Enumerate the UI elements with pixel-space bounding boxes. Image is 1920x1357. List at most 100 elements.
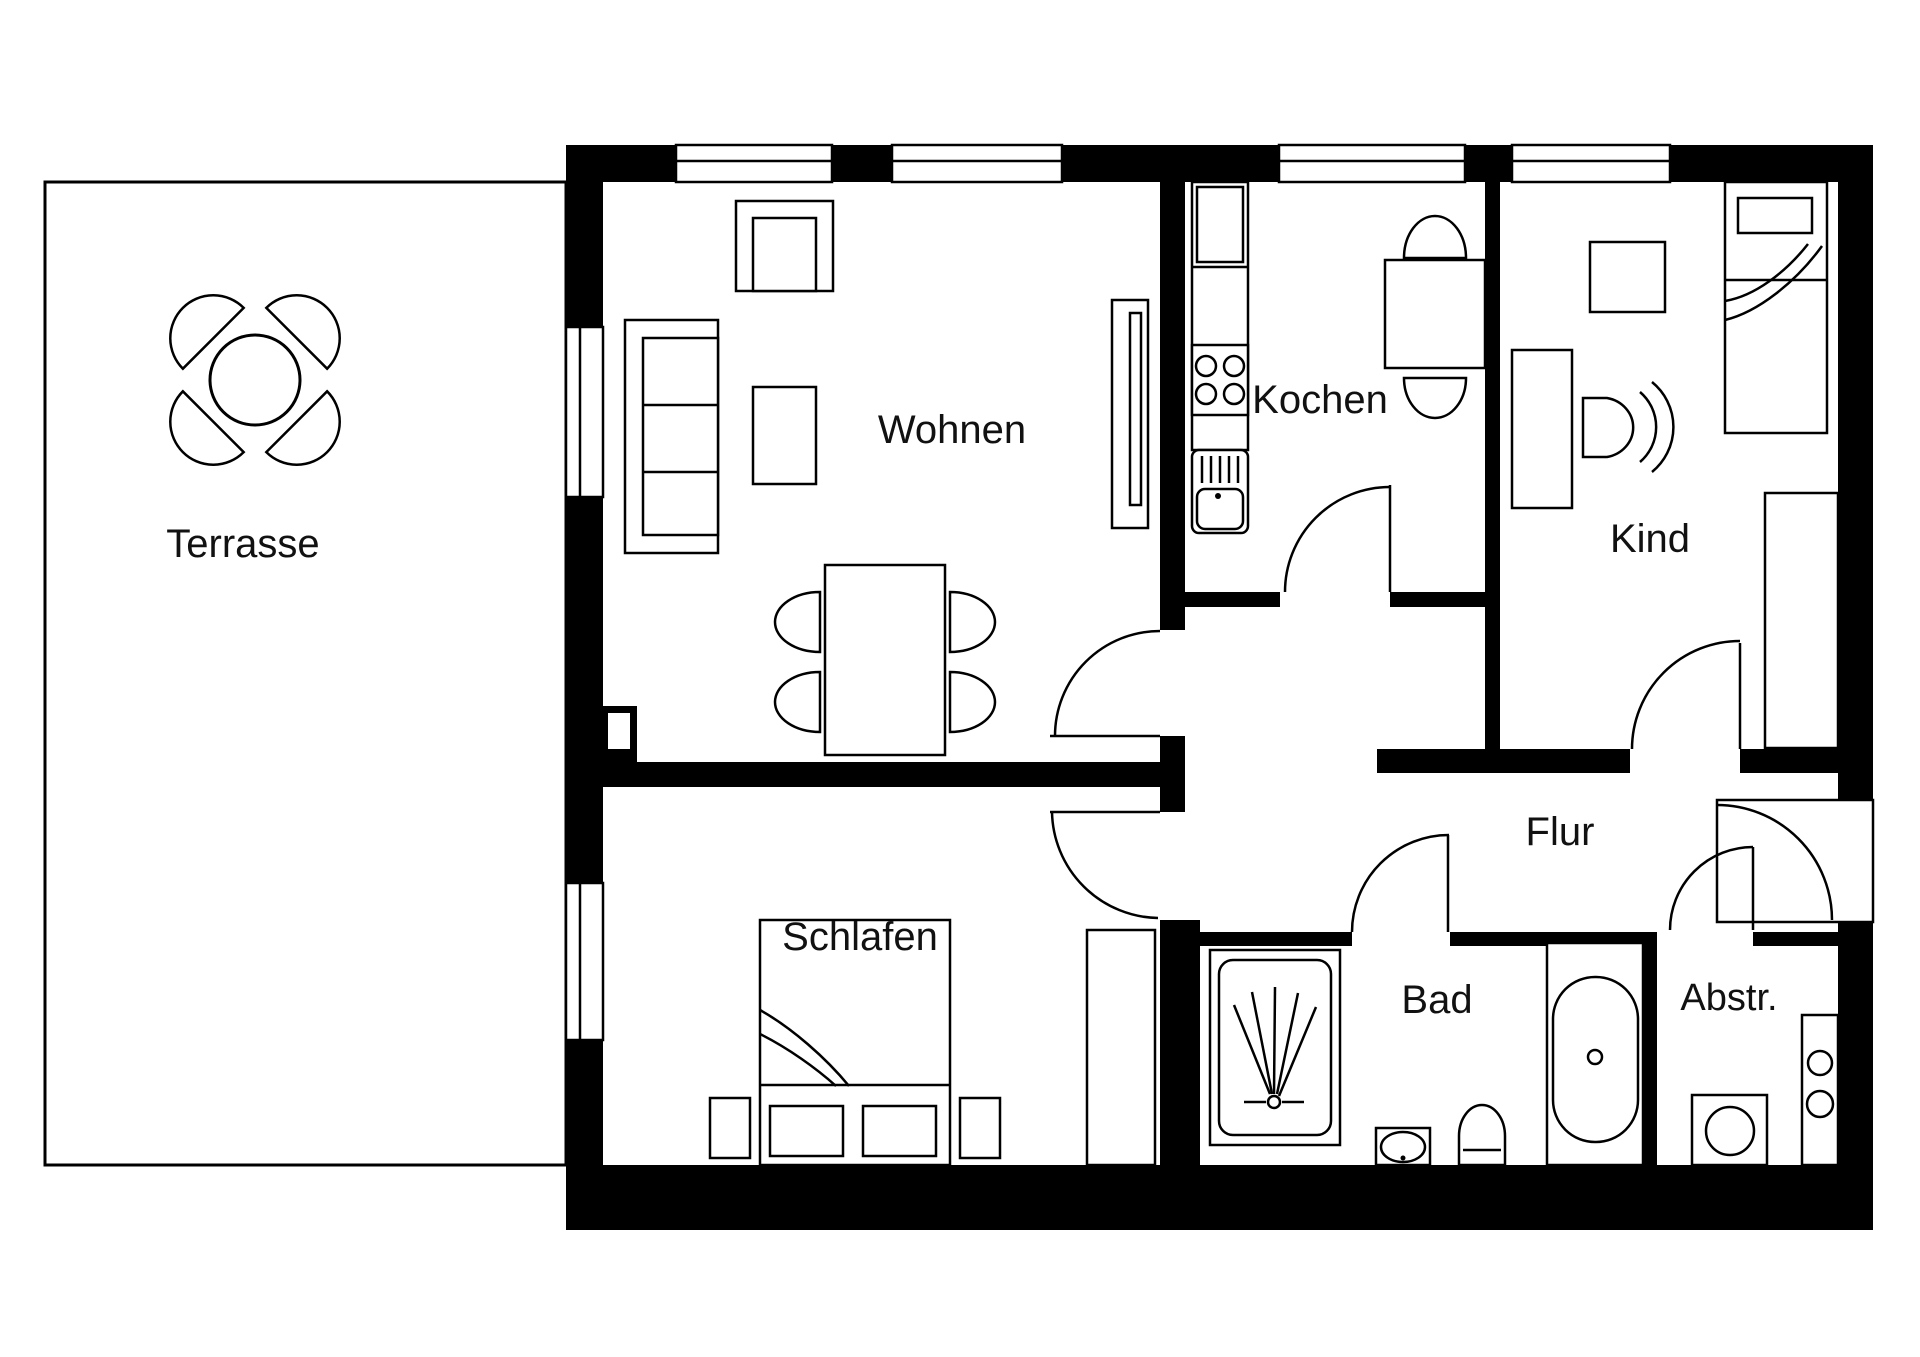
- door-swing-icon: [1050, 811, 1159, 920]
- door-schlafen: [1050, 810, 1160, 920]
- window-icon: [674, 143, 834, 184]
- boiler-cabinet-icon: [1800, 1013, 1840, 1167]
- toilet-icon: [1457, 1103, 1507, 1167]
- room-label-wohnen: Wohnen: [878, 408, 1026, 452]
- nightstand-icon: [1588, 240, 1667, 314]
- wall-bottom: [566, 1165, 1873, 1230]
- kitchen-sink-icon: [1190, 448, 1250, 535]
- bad-furniture: [1208, 941, 1645, 1167]
- washer-drum: [1704, 1105, 1756, 1157]
- door-swing-icon: [1630, 639, 1741, 750]
- wall-wohnen-kochen: [1160, 182, 1185, 630]
- duvet-fold: [1724, 243, 1809, 303]
- room-label-schlafen: Schlafen: [782, 915, 938, 959]
- burner: [1222, 382, 1246, 406]
- sideboard-inner: [1128, 311, 1143, 507]
- bathtub-drain: [1586, 1048, 1604, 1066]
- spray-line: [1232, 1004, 1272, 1095]
- wall-left: [566, 145, 603, 1230]
- terrace-chair-icon: [169, 389, 246, 466]
- basin-tap-dot: [1400, 1155, 1406, 1161]
- wardrobe-icon: [1763, 491, 1840, 750]
- washing-machine-icon: [1690, 1093, 1769, 1167]
- tv-cabinet-inner: [751, 216, 818, 293]
- burner: [1194, 382, 1218, 406]
- duvet-fold: [759, 1032, 837, 1087]
- dining-chair-icon: [948, 670, 997, 734]
- wall-schlafen-bad: [1160, 920, 1200, 1165]
- bathtub-icon: [1545, 941, 1645, 1167]
- window-icon: [890, 143, 1064, 184]
- wall-kind-flur-left: [1377, 749, 1630, 773]
- door-wohnen: [1050, 629, 1161, 738]
- boiler-circle: [1806, 1049, 1834, 1077]
- wall-abstellraum-flur: [1753, 932, 1838, 946]
- wall-bad-abstellraum: [1643, 932, 1657, 1165]
- nightstand-icon: [958, 1096, 1002, 1160]
- room-label-terrasse: Terrasse: [166, 522, 319, 566]
- door-swing-icon: [1283, 485, 1391, 593]
- doors: [1050, 485, 1755, 933]
- wall-kochen-flur-left: [1185, 592, 1280, 607]
- fridge-icon: [1195, 185, 1245, 264]
- door-abstellraum: [1668, 845, 1755, 931]
- burner: [1194, 354, 1218, 378]
- stove-icon: [1190, 343, 1250, 417]
- shower-icon: [1208, 948, 1342, 1147]
- room-label-bad: Bad: [1401, 978, 1472, 1022]
- kind-furniture: [1510, 180, 1840, 750]
- pillow-icon: [861, 1104, 938, 1158]
- window-icon: [564, 325, 605, 499]
- spray-line: [1250, 991, 1274, 1095]
- door-swing-icon: [1350, 833, 1450, 933]
- nightstand-icon: [708, 1096, 752, 1160]
- wall-kind-flur-right: [1740, 749, 1838, 773]
- duvet-fold: [1724, 245, 1824, 322]
- window-icon: [1277, 143, 1467, 184]
- wall-right: [1838, 145, 1873, 1230]
- door-kochen: [1283, 485, 1392, 593]
- wall-kochen-kind: [1485, 182, 1500, 750]
- room-label-abstellraum: Abstr.: [1680, 977, 1777, 1019]
- desk-chair-arc: [1639, 391, 1658, 463]
- duvet-fold: [759, 1008, 850, 1087]
- wohnen-furniture: [623, 199, 1150, 757]
- kitchen-chair-icon: [1402, 214, 1468, 260]
- duct-notch: [606, 711, 632, 751]
- dining-chair-icon: [773, 670, 822, 734]
- stove-box: [1190, 343, 1250, 417]
- shower-drain: [1266, 1094, 1282, 1110]
- wall-stub-flur: [1160, 736, 1185, 812]
- bathtub-inner: [1551, 975, 1640, 1144]
- desk-chair-icon: [1581, 396, 1635, 459]
- window-icon: [1510, 143, 1672, 184]
- boiler-circle: [1805, 1089, 1835, 1119]
- desk-chair-arc: [1651, 381, 1675, 473]
- door-swing-icon: [1053, 629, 1161, 737]
- sink-basin: [1195, 487, 1245, 531]
- wall-wohnen-schlafen: [603, 762, 1160, 787]
- pillow-icon: [768, 1104, 845, 1158]
- room-labels: Terrasse Wohnen Kochen Kind Schlafen Flu…: [166, 378, 1777, 1022]
- wardrobe-icon: [1085, 928, 1157, 1167]
- abstellraum-furniture: [1690, 1013, 1840, 1167]
- room-label-kochen: Kochen: [1252, 378, 1388, 422]
- hall-closet: [1715, 798, 1875, 924]
- door-swing-icon: [1716, 803, 1834, 921]
- closet-niche-icon: [1715, 798, 1875, 924]
- basin-bowl: [1379, 1130, 1427, 1164]
- terrace-chairs: [169, 294, 341, 466]
- room-label-kind: Kind: [1610, 517, 1690, 561]
- window-icon: [564, 881, 605, 1042]
- terrace-table-icon: [208, 333, 302, 427]
- pillow-icon: [1736, 196, 1814, 235]
- sink-tap-dot: [1215, 493, 1221, 499]
- terrace-area: [43, 180, 568, 1167]
- kitchen-chair-icon: [1402, 376, 1468, 420]
- room-label-flur: Flur: [1526, 810, 1595, 854]
- door-swing-icon: [1668, 845, 1754, 931]
- terrace-chair-icon: [264, 294, 341, 371]
- wall-kochen-flur-right: [1390, 592, 1485, 607]
- door-kind: [1630, 639, 1742, 750]
